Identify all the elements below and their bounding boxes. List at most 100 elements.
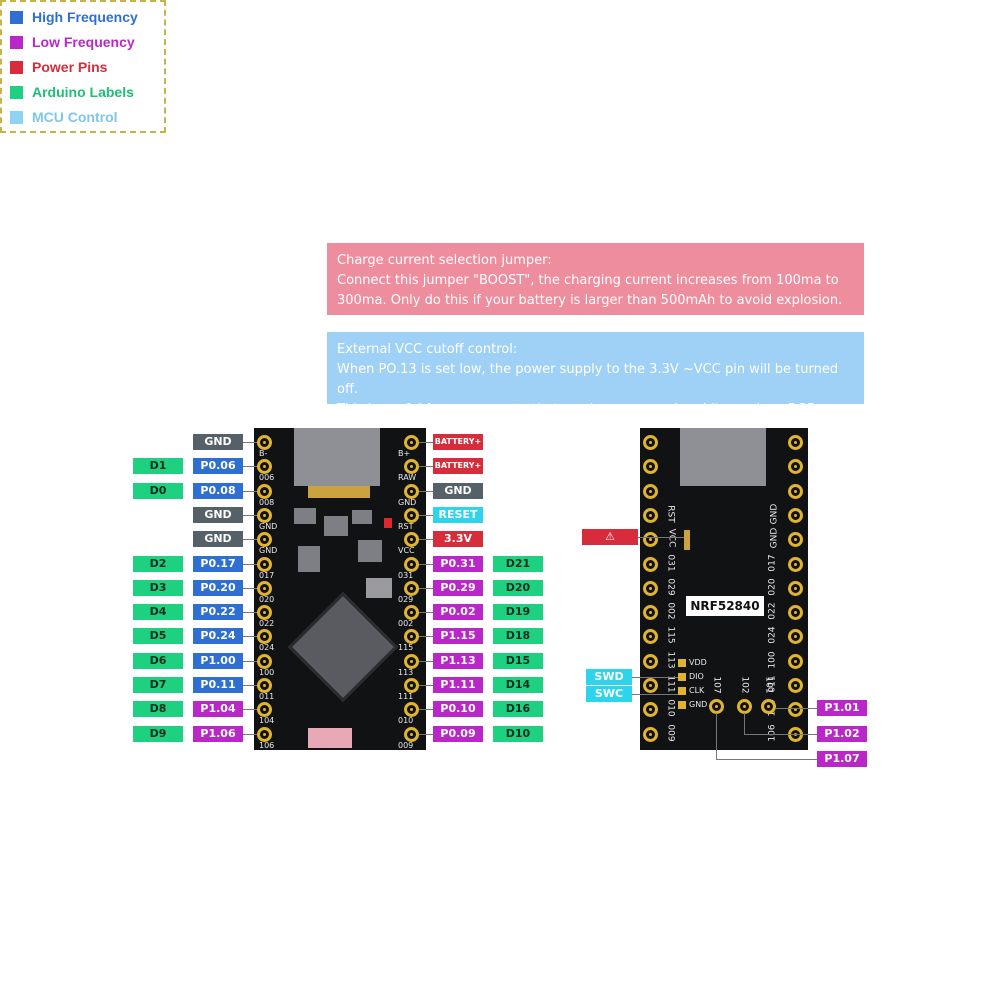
swd-label: SWD: [586, 669, 632, 685]
port-label: P1.00: [193, 652, 243, 669]
port-label: P0.11: [193, 677, 243, 693]
leader-line: [419, 709, 433, 711]
arduino-label: D20: [493, 579, 543, 596]
port-label: P1.04: [193, 701, 243, 718]
back-silk-left: 002: [665, 602, 676, 620]
back-pin-pad: [788, 532, 803, 548]
back-pin-pad: [788, 459, 803, 475]
back-pin-pad: [788, 678, 803, 693]
arduino-label: D2: [133, 555, 183, 572]
legend-label: Low Frequency: [32, 34, 135, 50]
test-pad-silk: 102: [739, 676, 750, 694]
swd-pad: [678, 687, 686, 695]
pin-pad: [404, 459, 419, 475]
pin-silk: 011: [259, 692, 275, 701]
pin-pad: [257, 726, 272, 742]
mcu-chip: [287, 591, 399, 703]
gnd-label: GND: [193, 531, 243, 548]
leader-line: [243, 466, 257, 468]
pin-silk: 104: [259, 716, 275, 726]
swd-silk: GND: [689, 700, 708, 709]
back-pin-pad: [643, 532, 658, 548]
back-silk-left: 113: [665, 651, 676, 669]
arduino-label: D7: [133, 677, 183, 693]
charge-jumper-line1: Connect this jumper "BOOST", the chargin…: [337, 273, 839, 288]
leader-line: [243, 563, 257, 565]
leader-line: [243, 733, 257, 735]
boost-jumper: [684, 530, 690, 550]
pin-pad: [257, 605, 272, 621]
port-label: P0.17: [193, 555, 243, 572]
pin-pad: [257, 629, 272, 645]
right-pin-label: GND: [433, 482, 483, 499]
leader-line: [419, 660, 433, 662]
pin-silk: B-: [259, 449, 268, 458]
pin-silk: 008: [259, 497, 275, 507]
back-board: NRF52840: [640, 428, 808, 750]
back-silk-left: RST: [665, 505, 676, 523]
leader-line: [775, 708, 817, 709]
arduino-label: D5: [133, 628, 183, 645]
pin-silk: 010: [398, 716, 414, 726]
p101-label: P1.01: [817, 700, 867, 716]
test-pad: [737, 699, 752, 714]
right-pin-label: P1.11: [433, 677, 483, 693]
legend-item: Low Frequency: [10, 33, 135, 51]
leader-line: [419, 636, 433, 638]
pin-pad: [257, 653, 272, 669]
pin-silk: RAW: [398, 473, 417, 483]
legend-item: MCU Control: [10, 108, 118, 126]
back-pin-pad: [788, 629, 803, 645]
back-pin-pad: [643, 702, 658, 718]
port-label: P0.22: [193, 604, 243, 621]
arduino-label: D19: [493, 604, 543, 621]
vcc-cutoff-title: External VCC cutoff control:: [337, 342, 518, 357]
swc-label: SWC: [586, 686, 632, 702]
pin-pad: [257, 702, 272, 718]
arduino-label: D0: [133, 482, 183, 499]
boost-label: ⚠ BOOST: [582, 529, 638, 559]
pin-pad: [404, 580, 419, 596]
leader-line: [419, 514, 433, 516]
leader-line: [243, 636, 257, 638]
leader-line: [243, 660, 257, 662]
back-silk-left: 031: [665, 553, 676, 572]
leader-line: [243, 490, 257, 492]
back-pin-pad: [643, 678, 658, 693]
pin-silk: 017: [259, 570, 275, 580]
arduino-label: D18: [493, 628, 543, 645]
test-pad-silk: 101: [763, 676, 774, 694]
pin-pad: [404, 532, 419, 548]
back-pin-pad: [643, 507, 658, 523]
back-pin-pad: [788, 483, 803, 499]
leader-line: [419, 539, 433, 541]
pin-silk: 100: [259, 667, 275, 677]
smd-part: [298, 546, 320, 572]
arduino-label: D8: [133, 701, 183, 718]
arduino-label: D10: [493, 725, 543, 742]
leader-line: [419, 612, 433, 614]
pin-pad: [257, 532, 272, 548]
pin-pad: [257, 459, 272, 475]
legend-swatch: [10, 35, 23, 49]
right-pin-label: P0.09: [433, 725, 483, 742]
pin-pad: [257, 678, 272, 693]
usb-connector: [294, 428, 380, 486]
pin-pad: [257, 507, 272, 523]
smd-part: [352, 510, 372, 524]
test-pad: [709, 699, 724, 714]
charge-jumper-title: Charge current selection jumper:: [337, 253, 552, 268]
back-pin-pad: [643, 483, 658, 499]
right-pin-label: P0.02: [433, 604, 483, 621]
test-pad: [761, 699, 776, 714]
front-board: [254, 428, 426, 750]
vcc-cutoff-info: External VCC cutoff control: When PO.13 …: [327, 332, 864, 437]
pin-silk: 024: [259, 643, 275, 653]
back-silk-right: GND: [769, 503, 780, 525]
pin-silk: 020: [259, 594, 275, 604]
pin-pad: [404, 653, 419, 669]
swd-silk: VDD: [689, 658, 707, 667]
leader-line: [243, 612, 257, 614]
pin-silk: 115: [398, 643, 414, 653]
